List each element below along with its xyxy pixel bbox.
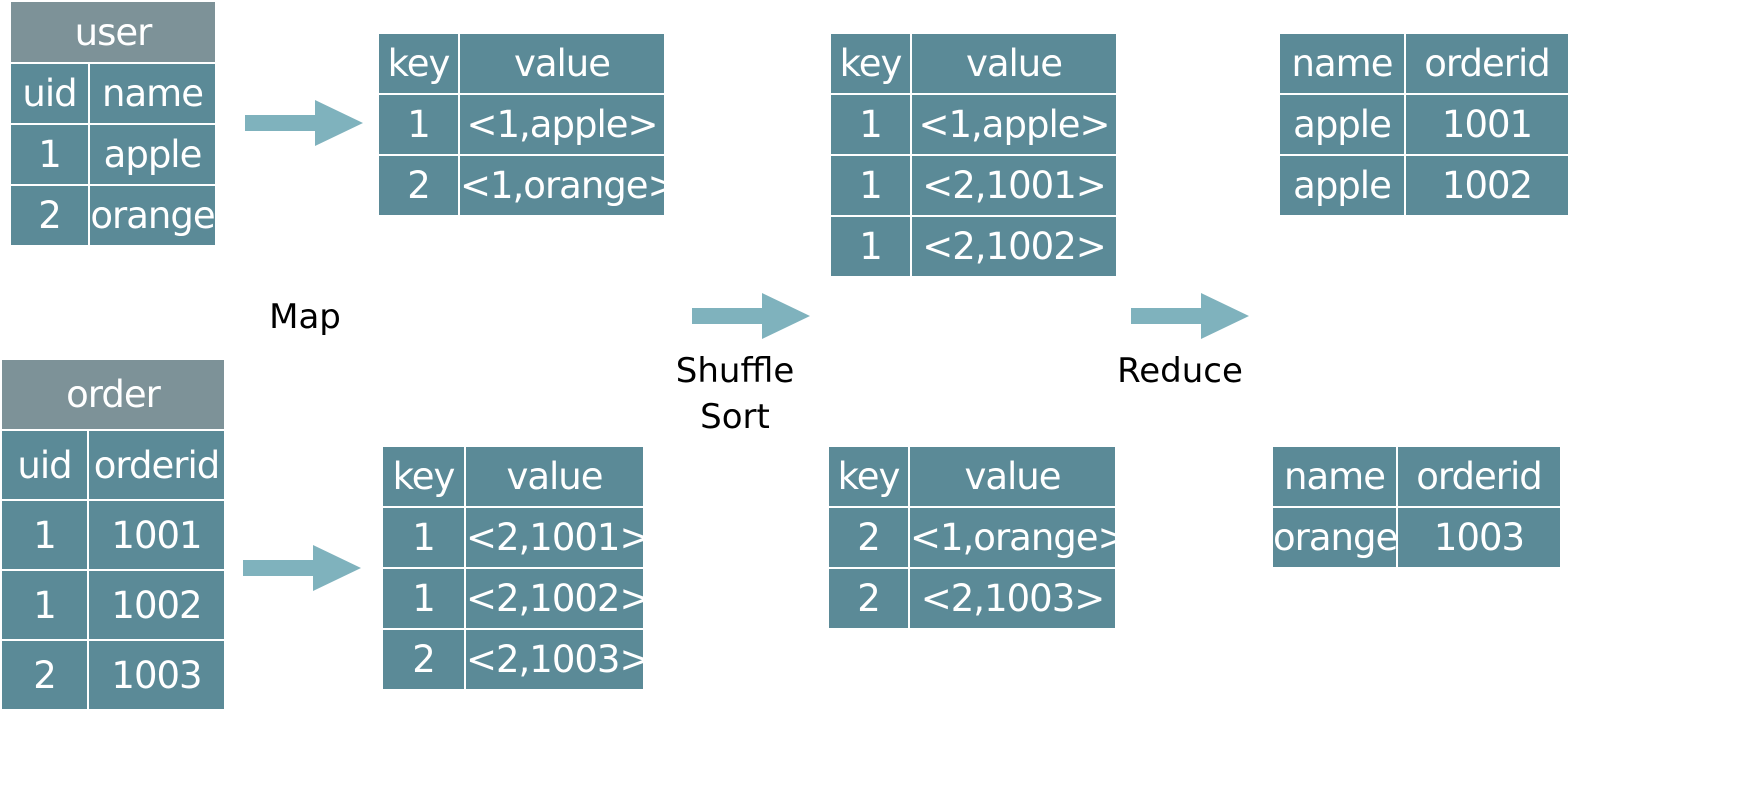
header-cell: uid [9, 62, 90, 125]
shuffle-group-2-table: key value 2 <1,orange> 2 <2,1003> [827, 445, 1117, 630]
cell: 1002 [86, 569, 227, 641]
table-row: apple 1001 [1278, 93, 1570, 156]
shuffle-group-1-table: key value 1 <1,apple> 1 <2,1001> 1 <2,10… [829, 32, 1118, 278]
header-cell: key [827, 445, 910, 508]
table-row: apple 1002 [1278, 154, 1570, 217]
cell: <2,1001> [910, 154, 1118, 217]
header-cell: orderid [1404, 32, 1570, 95]
table-row: 2 1003 [0, 639, 227, 711]
cell: 1003 [1396, 506, 1562, 569]
cell: 2 [377, 154, 460, 217]
header-cell: value [908, 445, 1117, 508]
arrow-right-icon [245, 100, 363, 146]
cell: <2,1001> [464, 506, 645, 569]
table-row: 2 <1,orange> [377, 154, 666, 217]
cell: 2 [0, 639, 89, 711]
table-row: 2 orange [9, 184, 218, 247]
cell: 1 [0, 499, 89, 571]
header-cell: value [910, 32, 1118, 95]
header-cell: name [87, 62, 218, 125]
order-table: order uid orderid 1 1001 1 1002 2 1003 [0, 358, 227, 711]
cell: 2 [9, 184, 90, 247]
arrow-right-icon [1131, 293, 1249, 339]
header-cell: name [1271, 445, 1398, 508]
cell: 1 [381, 506, 466, 569]
cell: 1 [0, 569, 89, 641]
shuffle-label: Shuffle [675, 351, 795, 391]
table-row: 2 <2,1003> [381, 628, 645, 691]
table-row: 1 <2,1001> [829, 154, 1118, 217]
cell: 1001 [86, 499, 227, 571]
cell: <2,1003> [464, 628, 645, 691]
map-order-output-table: key value 1 <2,1001> 1 <2,1002> 2 <2,100… [381, 445, 645, 691]
cell: 1 [377, 93, 460, 156]
cell: 1 [9, 123, 90, 186]
header-cell: orderid [1396, 445, 1562, 508]
reduce-output-2-table: name orderid orange 1003 [1271, 445, 1562, 569]
order-table-title: order [0, 358, 227, 431]
table-row: 1 apple [9, 123, 218, 186]
reduce-output-1-table: name orderid apple 1001 apple 1002 [1278, 32, 1570, 217]
header-cell: orderid [86, 429, 227, 501]
cell: orange [1271, 506, 1398, 569]
cell: 2 [827, 567, 910, 630]
cell: 1 [829, 154, 912, 217]
table-row: 1 <2,1001> [381, 506, 645, 569]
cell: 1 [381, 567, 466, 630]
cell: 1 [829, 215, 912, 278]
sort-label: Sort [700, 397, 770, 437]
arrow-right-icon [692, 293, 810, 339]
table-row: 1 <2,1002> [829, 215, 1118, 278]
header-cell: key [381, 445, 466, 508]
cell: 1001 [1404, 93, 1570, 156]
cell: apple [1278, 154, 1406, 217]
table-row: 1 1001 [0, 499, 227, 571]
header-cell: name [1278, 32, 1406, 95]
header-cell: value [458, 32, 666, 95]
table-row: 1 <1,apple> [829, 93, 1118, 156]
cell: <1,orange> [908, 506, 1117, 569]
user-table-title: user [8, 0, 218, 64]
cell: 1003 [86, 639, 227, 711]
user-table: user uid name 1 apple 2 orange [8, 0, 218, 247]
cell: orange [87, 184, 218, 247]
table-row: 1 <1,apple> [377, 93, 666, 156]
cell: <1,orange> [458, 154, 666, 217]
arrow-right-icon [243, 545, 361, 591]
table-row: 2 <1,orange> [827, 506, 1117, 569]
table-row: 2 <2,1003> [827, 567, 1117, 630]
cell: 2 [827, 506, 910, 569]
table-row: 1 1002 [0, 569, 227, 641]
cell: <2,1002> [910, 215, 1118, 278]
map-user-output-table: key value 1 <1,apple> 2 <1,orange> [377, 32, 666, 217]
header-cell: value [464, 445, 645, 508]
map-label: Map [269, 297, 341, 337]
cell: <1,apple> [458, 93, 666, 156]
header-cell: key [377, 32, 460, 95]
cell: apple [1278, 93, 1406, 156]
cell: 1 [829, 93, 912, 156]
table-row: 1 <2,1002> [381, 567, 645, 630]
cell: <1,apple> [910, 93, 1118, 156]
table-row: orange 1003 [1271, 506, 1562, 569]
cell: <2,1002> [464, 567, 645, 630]
cell: 2 [381, 628, 466, 691]
cell: <2,1003> [908, 567, 1117, 630]
header-cell: key [829, 32, 912, 95]
reduce-label: Reduce [1117, 351, 1243, 391]
header-cell: uid [0, 429, 89, 501]
cell: apple [87, 123, 218, 186]
cell: 1002 [1404, 154, 1570, 217]
